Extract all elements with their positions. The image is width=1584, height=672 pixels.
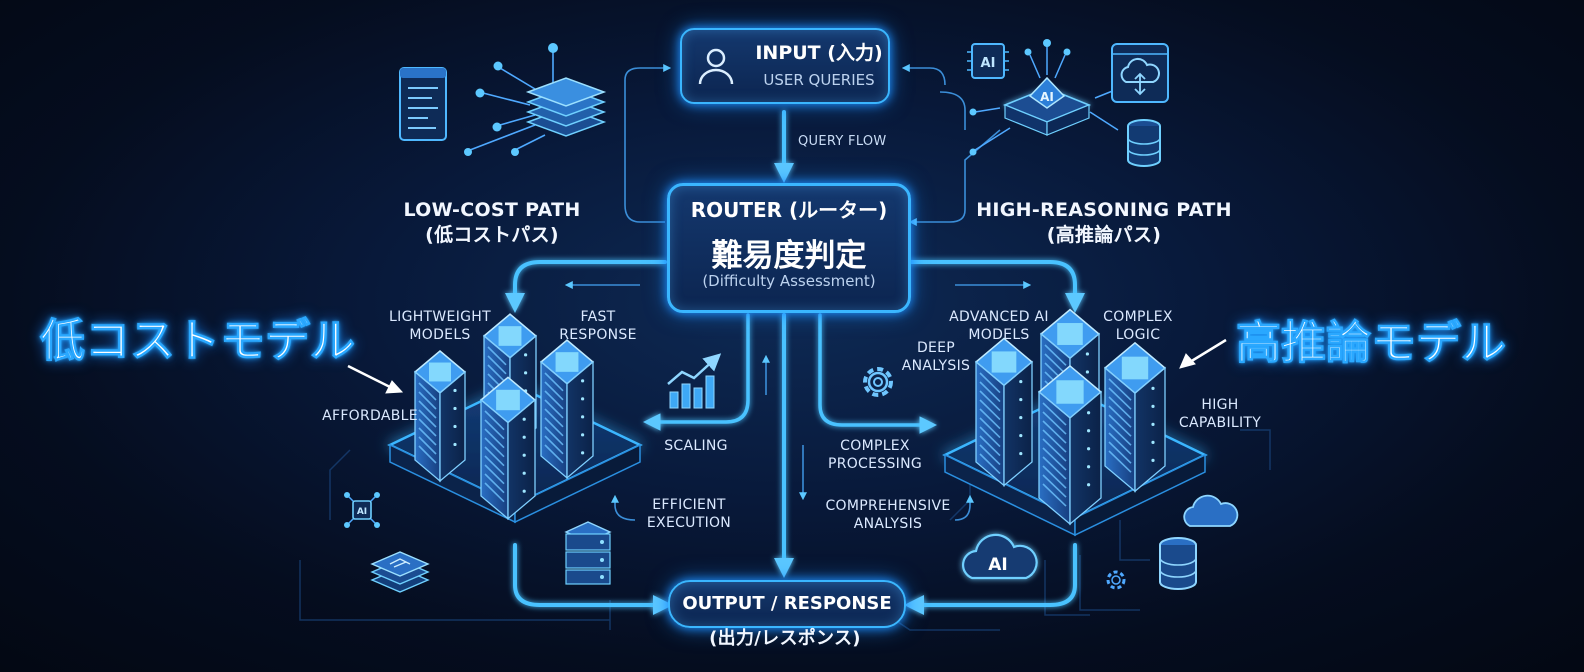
server-tower: [1103, 341, 1167, 493]
input-subtitle: USER QUERIES: [763, 71, 875, 89]
server-tower: [413, 350, 467, 483]
input-box[interactable]: INPUT (入力) USER QUERIES: [680, 28, 890, 104]
data-stack-icon: [464, 43, 607, 156]
router-sub-label: (Difficulty Assessment): [702, 272, 876, 290]
low-cost-path-label: LOW-COST PATH (低コストパス): [392, 198, 592, 248]
server-tower: [974, 337, 1034, 487]
cloud-icon: [1183, 494, 1239, 527]
router-box[interactable]: ROUTER (ルーター) 難易度判定 (Difficulty Assessme…: [667, 183, 911, 313]
input-title: INPUT (入力): [755, 42, 883, 64]
document-panel-icon: [399, 67, 447, 141]
low-cost-server-rack: [413, 313, 595, 521]
high-reasoning-model-title: 高推論モデル: [1235, 316, 1507, 370]
output-box[interactable]: OUTPUT / RESPONSE: [668, 580, 906, 628]
small-gear-icon: [1106, 570, 1126, 590]
server-tower: [539, 339, 595, 480]
router-title: ROUTER (ルーター): [690, 198, 888, 222]
low-cost-path-en: LOW-COST PATH: [403, 199, 581, 221]
output-title: OUTPUT / RESPONSE: [682, 593, 892, 614]
svg-text:AI: AI: [357, 507, 367, 517]
high-reasoning-path-label: HIGH-REASONING PATH (高推論パス): [972, 198, 1236, 248]
ai-cube-icon: AI: [969, 39, 1119, 156]
gear-icon: [863, 367, 893, 397]
database-icon: [1159, 537, 1197, 590]
low-cost-path-ja: (低コストパス): [425, 224, 559, 246]
affordable-label: AFFORDABLE: [322, 408, 418, 424]
server-tower: [479, 376, 537, 521]
ai-cloud-icon: AI: [962, 533, 1038, 580]
cloud-sync-icon: [1111, 43, 1169, 103]
circuit-lines: [299, 429, 1271, 631]
scaling-label: SCALING: [664, 438, 728, 454]
high-reasoning-server-rack: [974, 308, 1167, 526]
svg-text:AI: AI: [988, 555, 1007, 575]
query-flow-label: QUERY FLOW: [798, 134, 887, 149]
database-icon: [1127, 119, 1161, 167]
ai-node-icon: AI: [344, 492, 380, 528]
pointer-arrows: [347, 338, 1227, 394]
server-stack-icon: [564, 521, 612, 585]
flow-arrows: [505, 110, 1085, 615]
user-icon: [698, 48, 734, 85]
growth-chart-icon: [667, 353, 722, 409]
high-reasoning-path-ja: (高推論パス): [1046, 224, 1162, 246]
ai-chip-icon: AI: [967, 43, 1009, 79]
thin-arrows: [564, 64, 1032, 521]
output-subtitle: (出力/レスポンス): [709, 628, 861, 649]
low-cost-model-title: 低コストモデル: [39, 314, 356, 368]
svg-text:AI: AI: [981, 56, 996, 71]
server-tower: [1037, 364, 1103, 526]
layered-chip-icon: [370, 551, 430, 593]
svg-text:AI: AI: [1040, 90, 1054, 104]
high-reasoning-path-en: HIGH-REASONING PATH: [976, 199, 1232, 221]
router-main-label: 難易度判定: [711, 238, 867, 274]
